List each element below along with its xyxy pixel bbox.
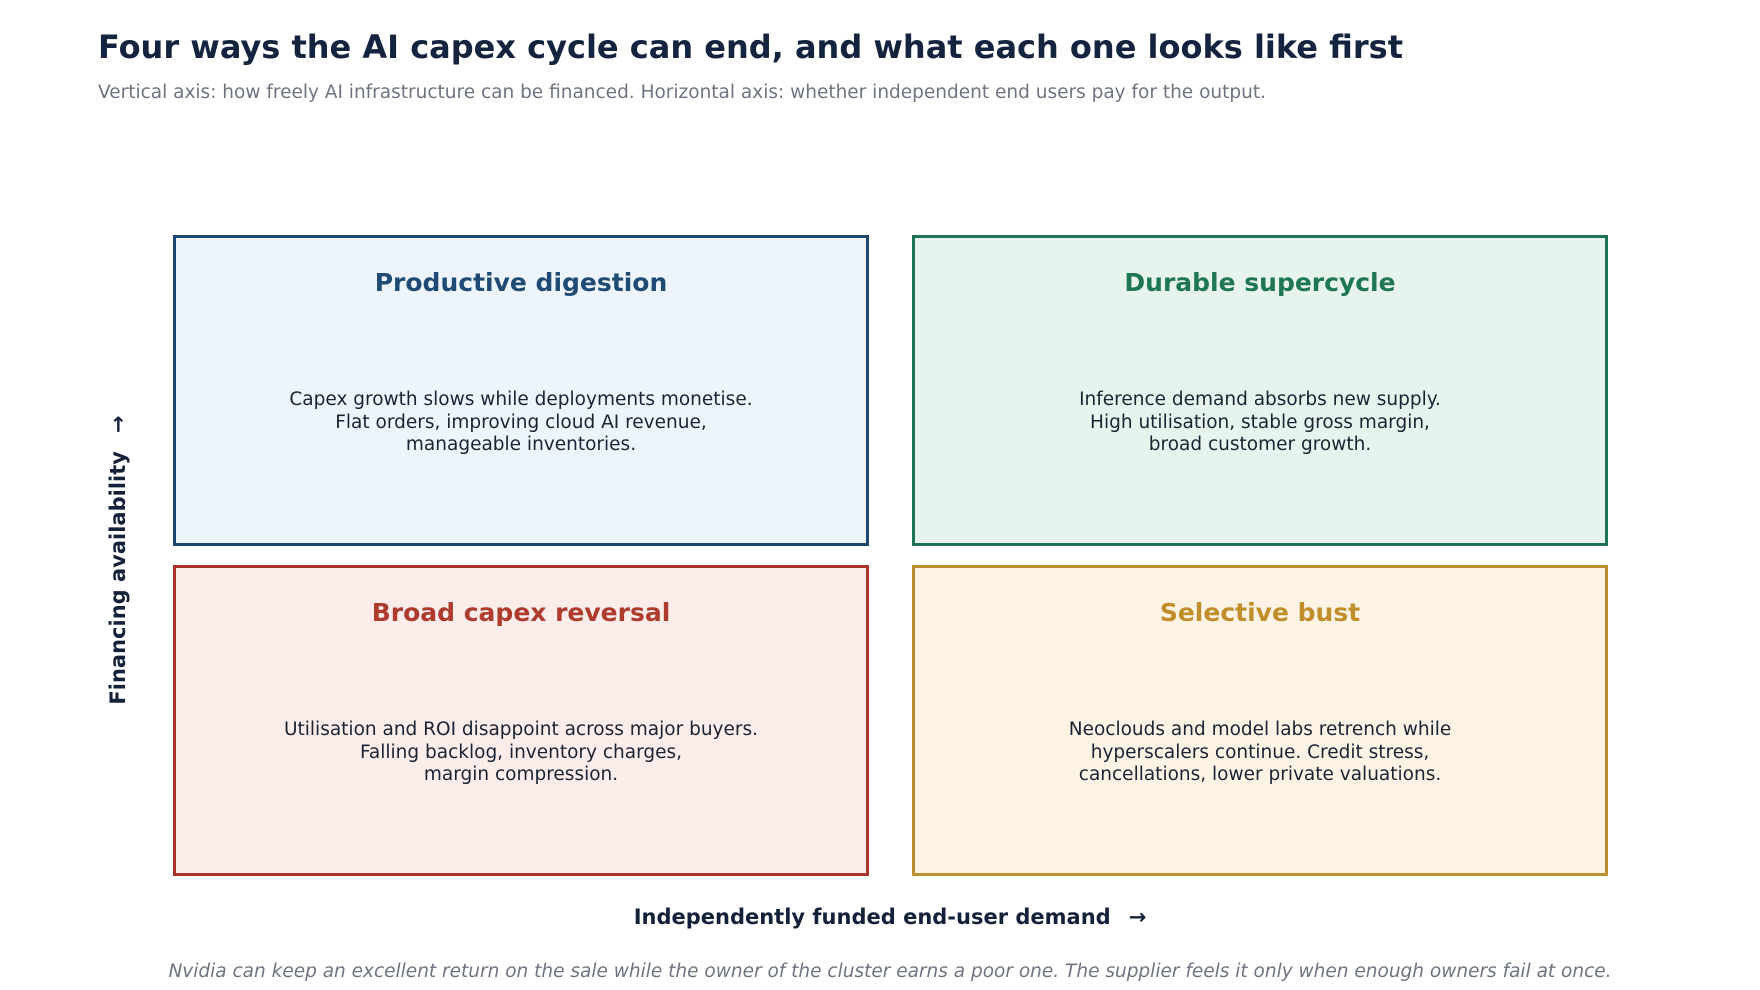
quadrant-description: Neoclouds and model labs retrench while …	[980, 719, 1540, 787]
quadrant-title: Selective bust	[1159, 598, 1361, 627]
x-axis-arrow-icon: →	[1128, 905, 1147, 929]
description-line: broad customer growth.	[1148, 434, 1372, 455]
description-line: Capex growth slows while deployments mon…	[289, 389, 753, 410]
quadrant-broad-capex-reversal: Broad capex reversal Utilisation and ROI…	[173, 565, 869, 876]
quadrant-selective-bust: Selective bust Neoclouds and model labs …	[912, 565, 1608, 876]
page-title: Four ways the AI capex cycle can end, an…	[98, 28, 1403, 66]
quadrant-description: Capex growth slows while deployments mon…	[241, 389, 801, 457]
y-axis-label: Financing availability →	[106, 415, 130, 704]
quadrant-durable-supercycle: Durable supercycle Inference demand abso…	[912, 235, 1608, 546]
description-line: manageable inventories.	[405, 434, 637, 455]
x-axis-label-text: Independently funded end-user demand	[633, 905, 1111, 929]
quadrant-title: Durable supercycle	[1124, 268, 1396, 297]
description-line: Flat orders, improving cloud AI revenue,	[335, 411, 707, 433]
quadrant-title: Broad capex reversal	[371, 598, 671, 627]
description-line: High utilisation, stable gross margin,	[1090, 411, 1430, 433]
quadrant-title: Productive digestion	[374, 268, 668, 297]
description-line: Neoclouds and model labs retrench while	[1068, 719, 1452, 740]
quadrant-productive-digestion: Productive digestion Capex growth slows …	[173, 235, 869, 546]
description-line: margin compression.	[423, 764, 619, 785]
footnote: Nvidia can keep an excellent return on t…	[168, 961, 1612, 982]
description-line: cancellations, lower private valuations.	[1078, 764, 1442, 785]
quadrant-description: Inference demand absorbs new supply. Hig…	[980, 389, 1540, 457]
x-axis-label: Independently funded end-user demand →	[634, 905, 1147, 929]
quadrant-description: Utilisation and ROI disappoint across ma…	[241, 719, 801, 787]
description-line: Inference demand absorbs new supply.	[1079, 389, 1441, 410]
description-line: Utilisation and ROI disappoint across ma…	[283, 719, 759, 740]
y-axis-arrow-icon: →	[106, 415, 130, 434]
y-axis-label-text: Financing availability	[106, 451, 130, 705]
description-line: Falling backlog, inventory charges,	[359, 741, 683, 763]
description-line: hyperscalers continue. Credit stress,	[1090, 741, 1430, 763]
page-subtitle: Vertical axis: how freely AI infrastruct…	[98, 82, 1266, 103]
